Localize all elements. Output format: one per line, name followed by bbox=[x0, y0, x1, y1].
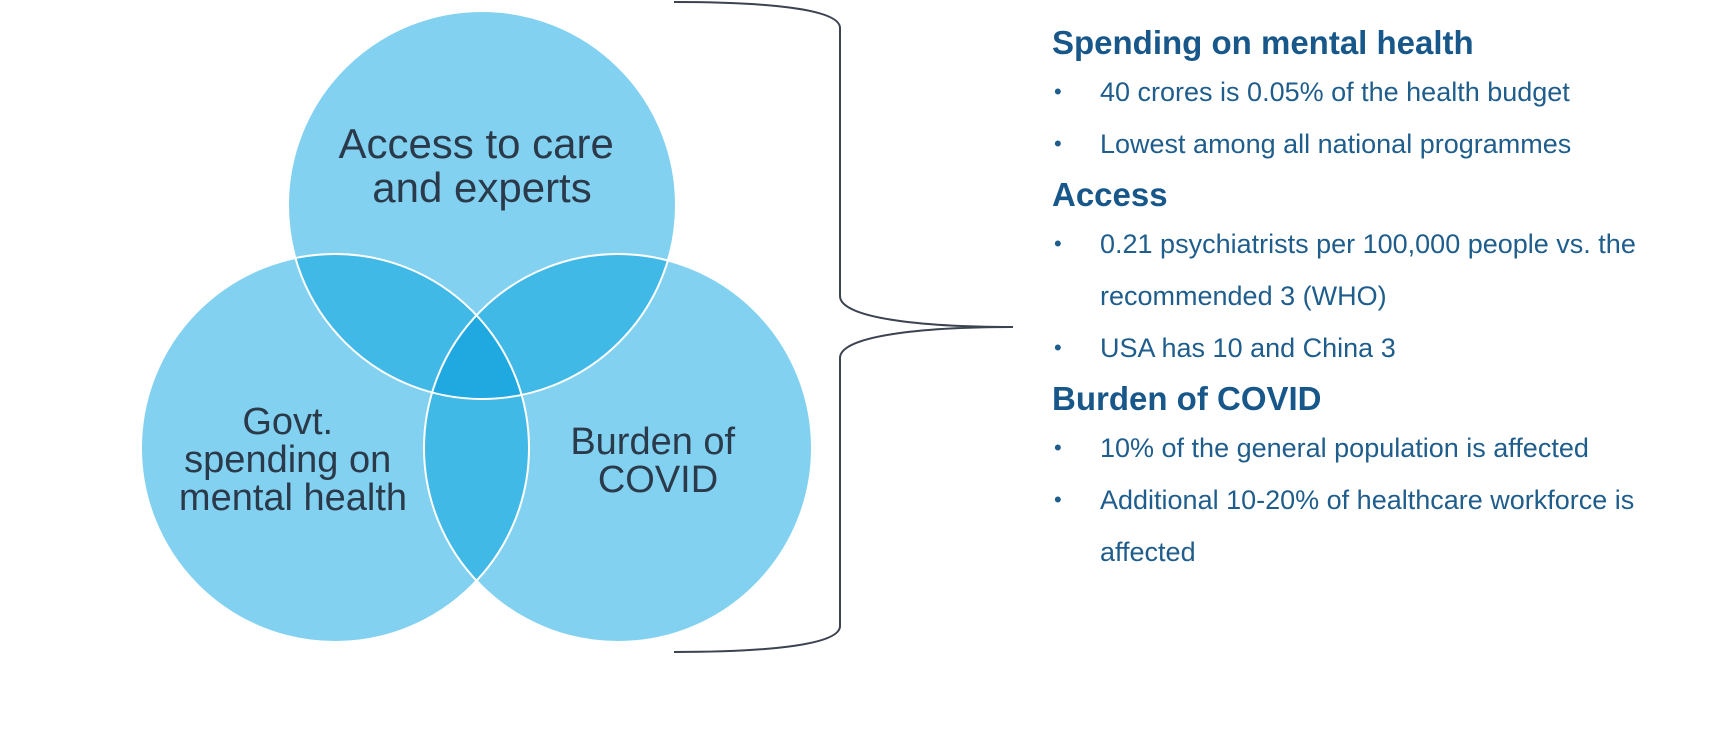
venn-label-spending: Govt. spending on mental health bbox=[179, 401, 407, 519]
bullet-text-line: 40 crores is 0.05% of the health budget bbox=[1100, 77, 1570, 107]
overlap-access-spending bbox=[288, 254, 529, 399]
bullet-list: • 10% of the general population is affect… bbox=[1052, 422, 1692, 578]
section-spending-on-mental-health: Spending on mental health • 40 crores is 0… bbox=[1052, 20, 1692, 170]
bullet-item: • USA has 10 and China 3 bbox=[1052, 322, 1692, 374]
section-heading: Spending on mental health bbox=[1052, 24, 1474, 61]
bullet-dot-icon: • bbox=[1054, 335, 1062, 360]
venn-label-covid-line-2: COVID bbox=[598, 459, 718, 501]
venn-label-spending-line-2: spending on bbox=[184, 439, 391, 481]
info-panel: Spending on mental health • 40 crores is 0… bbox=[1052, 20, 1692, 580]
bullet-item: • 0.21 psychiatrists per 100,000 people v… bbox=[1052, 218, 1692, 322]
bullet-dot-icon: • bbox=[1054, 231, 1062, 256]
bullet-text-line: USA has 10 and China 3 bbox=[1100, 333, 1396, 363]
venn-label-access: Access to care and experts bbox=[338, 120, 625, 211]
bullet-list: • 0.21 psychiatrists per 100,000 people v… bbox=[1052, 218, 1692, 374]
venn-label-covid-line-1: Burden of bbox=[570, 421, 735, 463]
venn-label-covid: Burden of COVID bbox=[570, 421, 745, 501]
bullet-dot-icon: • bbox=[1054, 487, 1062, 512]
bullet-text-line: Lowest among all national programmes bbox=[1100, 129, 1572, 159]
bullet-text-line: Additional 10-20% of healthcare workforc… bbox=[1100, 485, 1635, 515]
bullet-item: • 10% of the general population is affect… bbox=[1052, 422, 1692, 474]
venn-label-spending-line-1: Govt. bbox=[242, 401, 333, 443]
overlap-access-covid bbox=[424, 254, 676, 399]
bullet-item: • Additional 10-20% of healthcare workfor… bbox=[1052, 474, 1692, 578]
bullet-item: • 40 crores is 0.05% of the health budget bbox=[1052, 66, 1692, 118]
bullet-text-line: recommended 3 (WHO) bbox=[1100, 281, 1387, 311]
section-heading: Burden of COVID bbox=[1052, 380, 1322, 417]
section-heading: Access bbox=[1052, 176, 1168, 213]
bullet-text-line: 0.21 psychiatrists per 100,000 people vs… bbox=[1100, 229, 1636, 259]
section-burden-of-covid: Burden of COVID • 10% of the general popul… bbox=[1052, 376, 1692, 578]
venn-outlines bbox=[140, 10, 813, 643]
bullet-list: • 40 crores is 0.05% of the health budget… bbox=[1052, 66, 1692, 170]
venn-label-access-line-1: Access to care bbox=[338, 120, 613, 167]
bullet-text-line: affected bbox=[1100, 537, 1196, 567]
bullet-text-line: 10% of the general population is affecte… bbox=[1100, 433, 1589, 463]
venn-label-spending-line-3: mental health bbox=[179, 477, 407, 519]
venn-label-access-line-2: and experts bbox=[372, 164, 591, 211]
section-access: Access • 0.21 psychiatrists per 100,000 pe… bbox=[1052, 172, 1692, 374]
bullet-item: • Lowest among all national programmes bbox=[1052, 118, 1692, 170]
bullet-dot-icon: • bbox=[1054, 79, 1062, 104]
bullet-dot-icon: • bbox=[1054, 131, 1062, 156]
right-curly-brace bbox=[673, 1, 1014, 653]
bullet-dot-icon: • bbox=[1054, 435, 1062, 460]
